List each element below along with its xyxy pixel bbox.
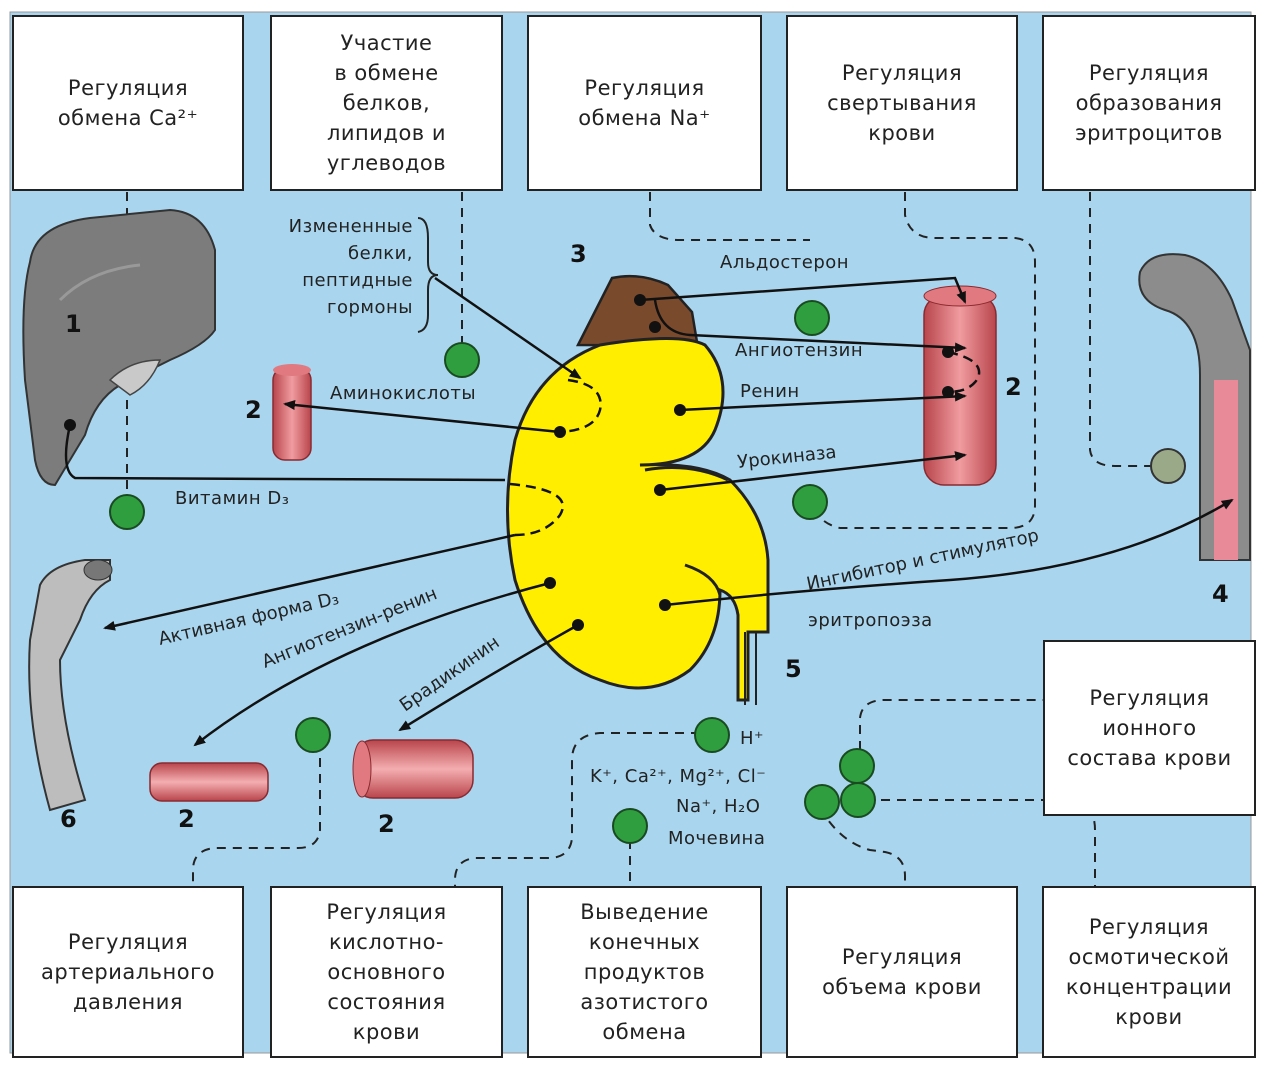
number-vessel-bottom-left: 2 [178,805,195,833]
node-h-ion [695,718,729,752]
box-ion-composition: Регуляция ионного состава крови [1043,640,1256,816]
box-calcium: Регуляция обмена Ca²⁺ [12,15,244,191]
node-urokinase [793,485,827,519]
number-liver: 1 [65,310,82,338]
label-urea: Мочевина [668,828,765,849]
node-proteins [445,343,479,377]
box-metabolism: Участие в обмене белков, липидов и углев… [270,15,503,191]
number-vessel-bottom-right: 2 [378,810,395,838]
label-aldosterone: Альдостерон [720,252,849,273]
number-ureter: 5 [785,655,802,683]
node-ion-c [805,785,839,819]
box-nitrogen-excretion: Выведение конечных продуктов азотистого … [527,886,762,1058]
label-erythropoiesis: эритропоэза [808,610,933,631]
box-osmotic: Регуляция осмотической концентрации кров… [1042,886,1256,1058]
node-erythrocytes [1151,449,1185,483]
label-vitamin-d3: Витамин D₃ [175,488,289,509]
number-intestine: 6 [60,805,77,833]
box-blood-pressure: Регуляция артериального давления [12,886,244,1058]
box-acid-base: Регуляция кислотно- основного состояния … [270,886,503,1058]
node-ion-b [841,783,875,817]
box-sodium: Регуляция обмена Na⁺ [527,15,762,191]
label-na-water: Na⁺, H₂O [676,796,760,817]
label-ions: K⁺, Ca²⁺, Mg²⁺, Cl⁻ [590,766,766,787]
node-ion-a [840,749,874,783]
number-bone: 4 [1212,580,1229,608]
box-coagulation: Регуляция свертывания крови [786,15,1018,191]
node-urea [613,809,647,843]
node-vitamin-d3 [110,495,144,529]
label-amino-acids: Аминокислоты [330,383,476,404]
box-blood-volume: Регуляция объема крови [786,886,1018,1058]
node-aldosterone [795,301,829,335]
label-proteins: Измененные белки, пептидные гормоны [245,213,413,321]
label-h-ion: H⁺ [740,728,764,749]
box-erythrocytes: Регуляция образования эритроцитов [1042,15,1256,191]
label-renin: Ренин [740,381,800,402]
number-vessel-left: 2 [245,396,262,424]
number-adrenal: 3 [570,240,587,268]
node-bp [296,718,330,752]
label-angiotensin: Ангиотензин [735,340,863,361]
number-vessel-right: 2 [1005,373,1022,401]
